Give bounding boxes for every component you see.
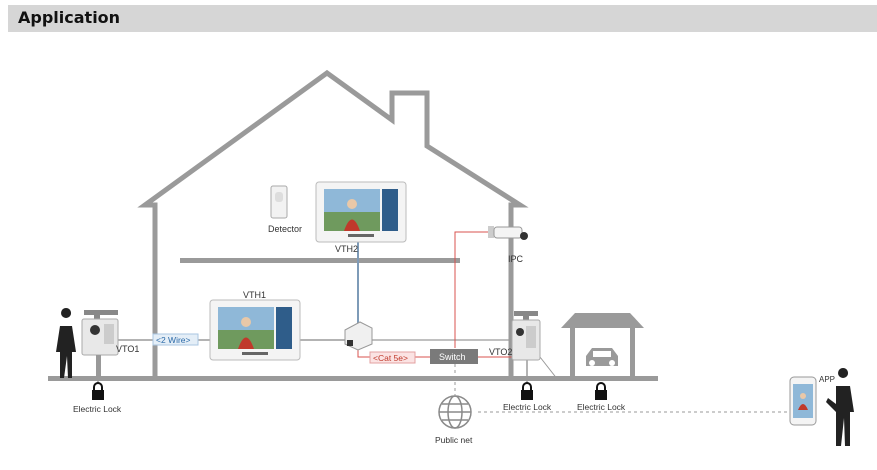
ground-line [48, 376, 658, 381]
car-icon [586, 348, 618, 366]
camera-icon [488, 226, 528, 240]
house-outline [137, 69, 529, 378]
electric-lock-1-label: Electric Lock [73, 404, 122, 414]
public-net-label: Public net [435, 435, 473, 445]
app-label: APP [819, 375, 835, 384]
ipc-label: IPC [508, 254, 524, 264]
upper-floor [180, 258, 460, 263]
padlock-icon [595, 382, 607, 400]
vto1-label: VTO1 [116, 344, 139, 354]
vth1-label: VTH1 [243, 290, 266, 300]
detector-icon [270, 185, 288, 219]
vth2-label: VTH2 [335, 244, 358, 254]
two-wire-tag [152, 333, 199, 346]
detector-label: Detector [268, 224, 302, 234]
two-wire-label: <2 Wire> [156, 335, 191, 345]
section-title: Application [18, 8, 121, 27]
cat5e-label: <Cat 5e> [373, 353, 408, 363]
vto2-device [511, 311, 541, 361]
vth2-monitor [315, 181, 407, 243]
electric-lock-3-label: Electric Lock [577, 402, 626, 412]
vto1-device [81, 310, 119, 377]
switch-label: Switch [439, 352, 466, 362]
user-person-icon [826, 368, 854, 446]
cat5e-tag [369, 351, 416, 364]
section-header: Application [8, 5, 877, 32]
smartphone-icon [789, 376, 817, 426]
vto2-label: VTO2 [489, 347, 512, 357]
vth1-monitor [209, 299, 301, 361]
globe-icon [438, 395, 472, 429]
electric-lock-2-label: Electric Lock [503, 402, 552, 412]
garage [561, 313, 644, 376]
wires [97, 231, 790, 413]
network-switch [430, 349, 478, 364]
distributor-module [344, 321, 373, 351]
padlock-icon [92, 382, 104, 400]
padlock-icon [521, 382, 533, 400]
visitor-person-icon [56, 308, 76, 378]
